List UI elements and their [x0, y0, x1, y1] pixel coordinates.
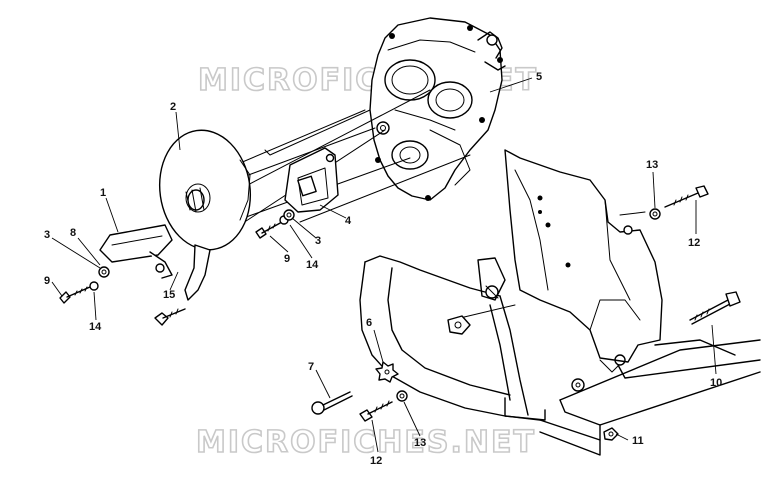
- hardware-bottom: [311, 315, 619, 441]
- callout-12: 12: [688, 237, 700, 249]
- callout-10: 10: [710, 377, 722, 389]
- callout-6: 6: [366, 317, 372, 329]
- callout-15: 15: [163, 289, 175, 301]
- clutch-bracket: [99, 224, 211, 301]
- callout-3: 3: [315, 235, 321, 247]
- callout-13: 13: [646, 159, 658, 171]
- callout-7: 7: [308, 361, 314, 373]
- hardware-center: [255, 209, 295, 239]
- hardware-right-upper: [649, 185, 709, 220]
- callout-2: 2: [170, 101, 176, 113]
- long-bolt: [689, 291, 741, 325]
- watermark-bottom: MICROFICHES.NET: [196, 425, 536, 460]
- hardware-left: [59, 266, 186, 326]
- callout-9: 9: [44, 275, 50, 287]
- callout-9: 9: [284, 253, 290, 265]
- callout-14: 14: [89, 321, 102, 333]
- callout-14: 14: [306, 259, 319, 271]
- mounting-plate: [284, 147, 339, 213]
- callout-4: 4: [345, 215, 352, 227]
- callout-5: 5: [536, 71, 542, 83]
- callout-11: 11: [632, 435, 644, 447]
- callout-3: 3: [44, 229, 50, 241]
- callout-13: 13: [414, 437, 426, 449]
- belt-guard-shield: [504, 149, 663, 363]
- drive-clutch-sheave: [158, 129, 252, 251]
- gearcase-housing: [369, 17, 506, 301]
- callout-12: 12: [370, 455, 382, 467]
- leader-lines: [51, 77, 717, 453]
- callout-8: 8: [70, 227, 76, 239]
- callout-1: 1: [100, 187, 106, 199]
- callout-numbers: 2 1 3 8 9 14 15 9 14 3 4 5 13 12 10 11 6…: [44, 71, 722, 467]
